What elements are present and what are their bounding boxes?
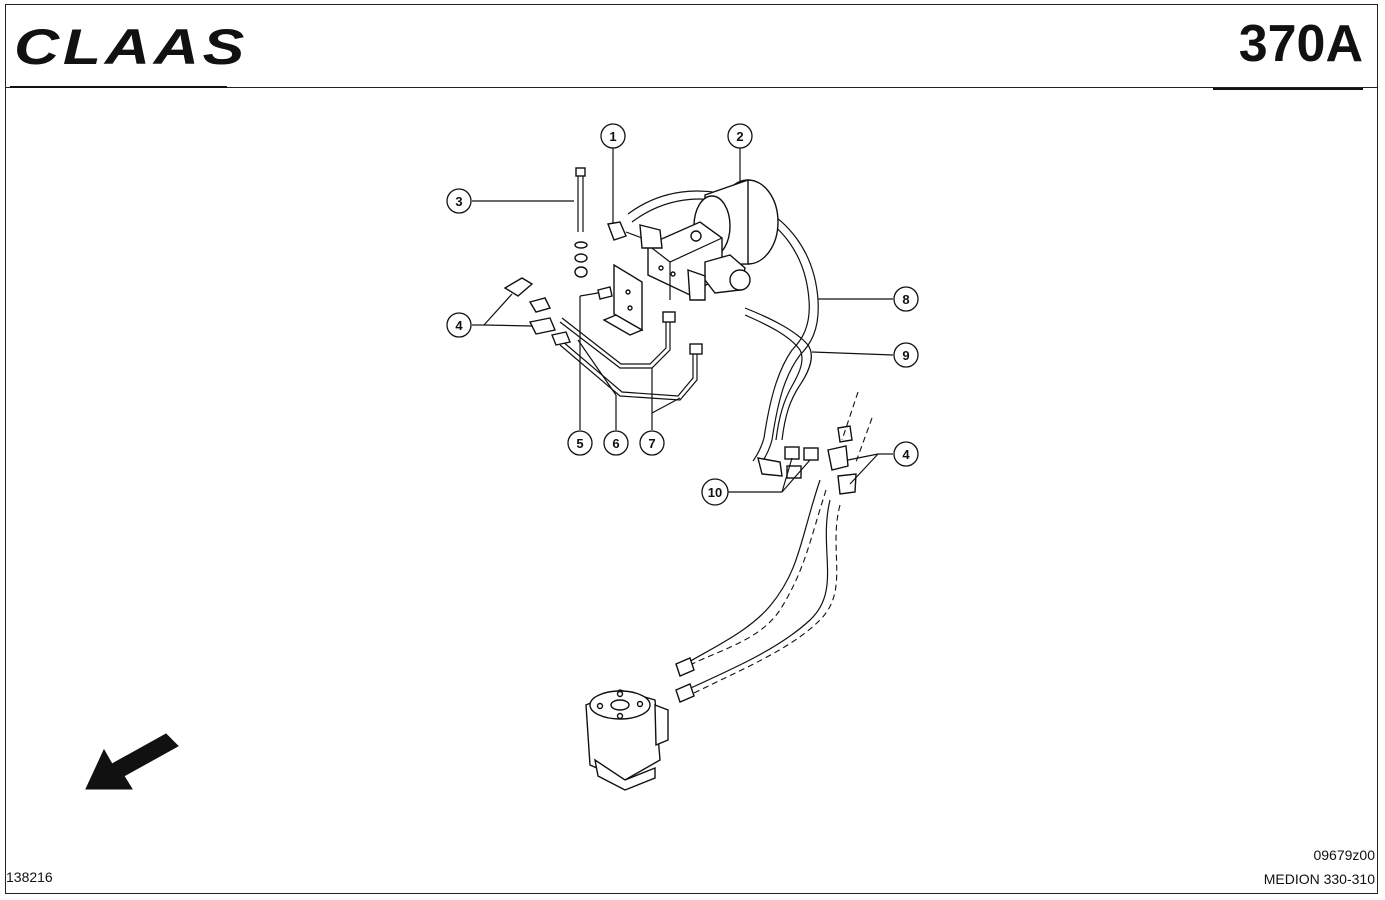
callout-label-4-right: 4 [902, 447, 910, 462]
callout-5: 5 [567, 430, 593, 456]
steering-unit [585, 689, 669, 791]
dashed-return-hoses [689, 391, 873, 696]
callout-4-right: 4 [893, 441, 919, 467]
callout-label-8: 8 [902, 292, 909, 307]
callout-2: 2 [727, 123, 753, 149]
hose-lower-solid [675, 479, 831, 703]
callout-label-6: 6 [612, 436, 619, 451]
callout-label-3: 3 [455, 194, 462, 209]
callout-label-1: 1 [609, 129, 616, 144]
part-4-fittings-left [503, 277, 571, 346]
part-4-fittings-right [827, 425, 857, 495]
drawing-code: 09679z00 [1313, 847, 1375, 863]
header-divider [5, 87, 1378, 88]
callout-label-9: 9 [902, 348, 909, 363]
callout-3: 3 [446, 188, 472, 214]
page-number-underline [1213, 88, 1363, 90]
arrow-down-left-icon [85, 733, 179, 790]
page-number: 370A [1238, 15, 1363, 73]
valve-block [639, 221, 751, 301]
hose-9 [744, 307, 812, 441]
callout-9: 9 [893, 342, 919, 368]
callout-4-left: 4 [446, 312, 472, 338]
callout-10: 10 [701, 478, 729, 506]
part-3-bolt [574, 167, 588, 278]
callout-8: 8 [893, 286, 919, 312]
callout-6: 6 [603, 430, 629, 456]
part-6-bracket [602, 263, 644, 336]
callout-label-2: 2 [736, 129, 743, 144]
drawing-frame [5, 4, 1378, 894]
part-1-fitting [607, 221, 643, 241]
callout-label-7: 7 [648, 436, 655, 451]
model-name: MEDION 330-310 [1263, 871, 1375, 887]
callout-label-10: 10 [708, 485, 722, 500]
callout-7: 7 [639, 430, 665, 456]
callout-label-4-left: 4 [455, 318, 463, 333]
logo-underline [10, 86, 227, 88]
brand-logo: CLAAS [14, 19, 249, 75]
leader-lines [472, 148, 894, 493]
part-5-screw [597, 286, 613, 300]
callout-label-5: 5 [576, 436, 583, 451]
document-id: 138216 [6, 869, 53, 885]
callout-1: 1 [600, 123, 626, 149]
